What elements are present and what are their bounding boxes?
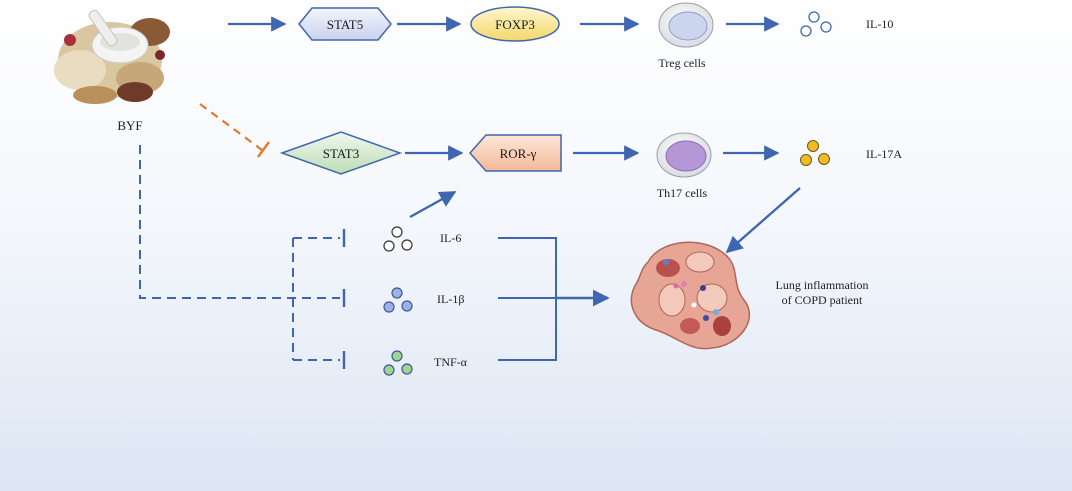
arrow-il17a-lung: [725, 187, 801, 254]
il10-dots: [800, 11, 832, 37]
foxp3-label: FOXP3: [495, 17, 535, 32]
outcome-line2: of COPD patient: [782, 293, 863, 307]
il10-label: IL-10: [866, 17, 893, 31]
ror-node: [468, 134, 562, 172]
treg-label: Treg cells: [658, 56, 706, 70]
th17-label: Th17 cells: [657, 186, 708, 200]
il6-dots: [383, 226, 413, 252]
tnf-dots: [383, 350, 413, 376]
stat3-node: [279, 131, 403, 175]
inhibit-byf-stat3: [199, 103, 263, 151]
byf-cytokine-inhibition: [139, 145, 340, 361]
tnf-label: TNF-α: [434, 355, 468, 369]
il17a-dots: [800, 140, 830, 166]
inhibit-byf-stat3-bar: [257, 141, 270, 158]
ror-label: ROR-γ: [500, 146, 537, 161]
th17-cell: [656, 132, 712, 178]
il1b-dots: [383, 287, 413, 313]
il1b-label: IL-1β: [437, 292, 464, 306]
treg-cell: [658, 2, 714, 48]
lung-tissue-image: [630, 241, 751, 350]
stat5-label: STAT5: [327, 17, 364, 32]
stat5-node: [298, 7, 392, 41]
byf-herb-image: [54, 9, 170, 104]
cytokine-bracket: [498, 237, 557, 361]
foxp3-node: [470, 6, 560, 42]
il6-label: IL-6: [440, 231, 461, 245]
outcome-line1: Lung inflammation: [776, 278, 869, 292]
byf-label: BYF: [117, 118, 142, 133]
stat3-label: STAT3: [323, 146, 360, 161]
il17a-label: IL-17A: [866, 147, 902, 161]
arrow-il6-ror: [409, 190, 457, 219]
